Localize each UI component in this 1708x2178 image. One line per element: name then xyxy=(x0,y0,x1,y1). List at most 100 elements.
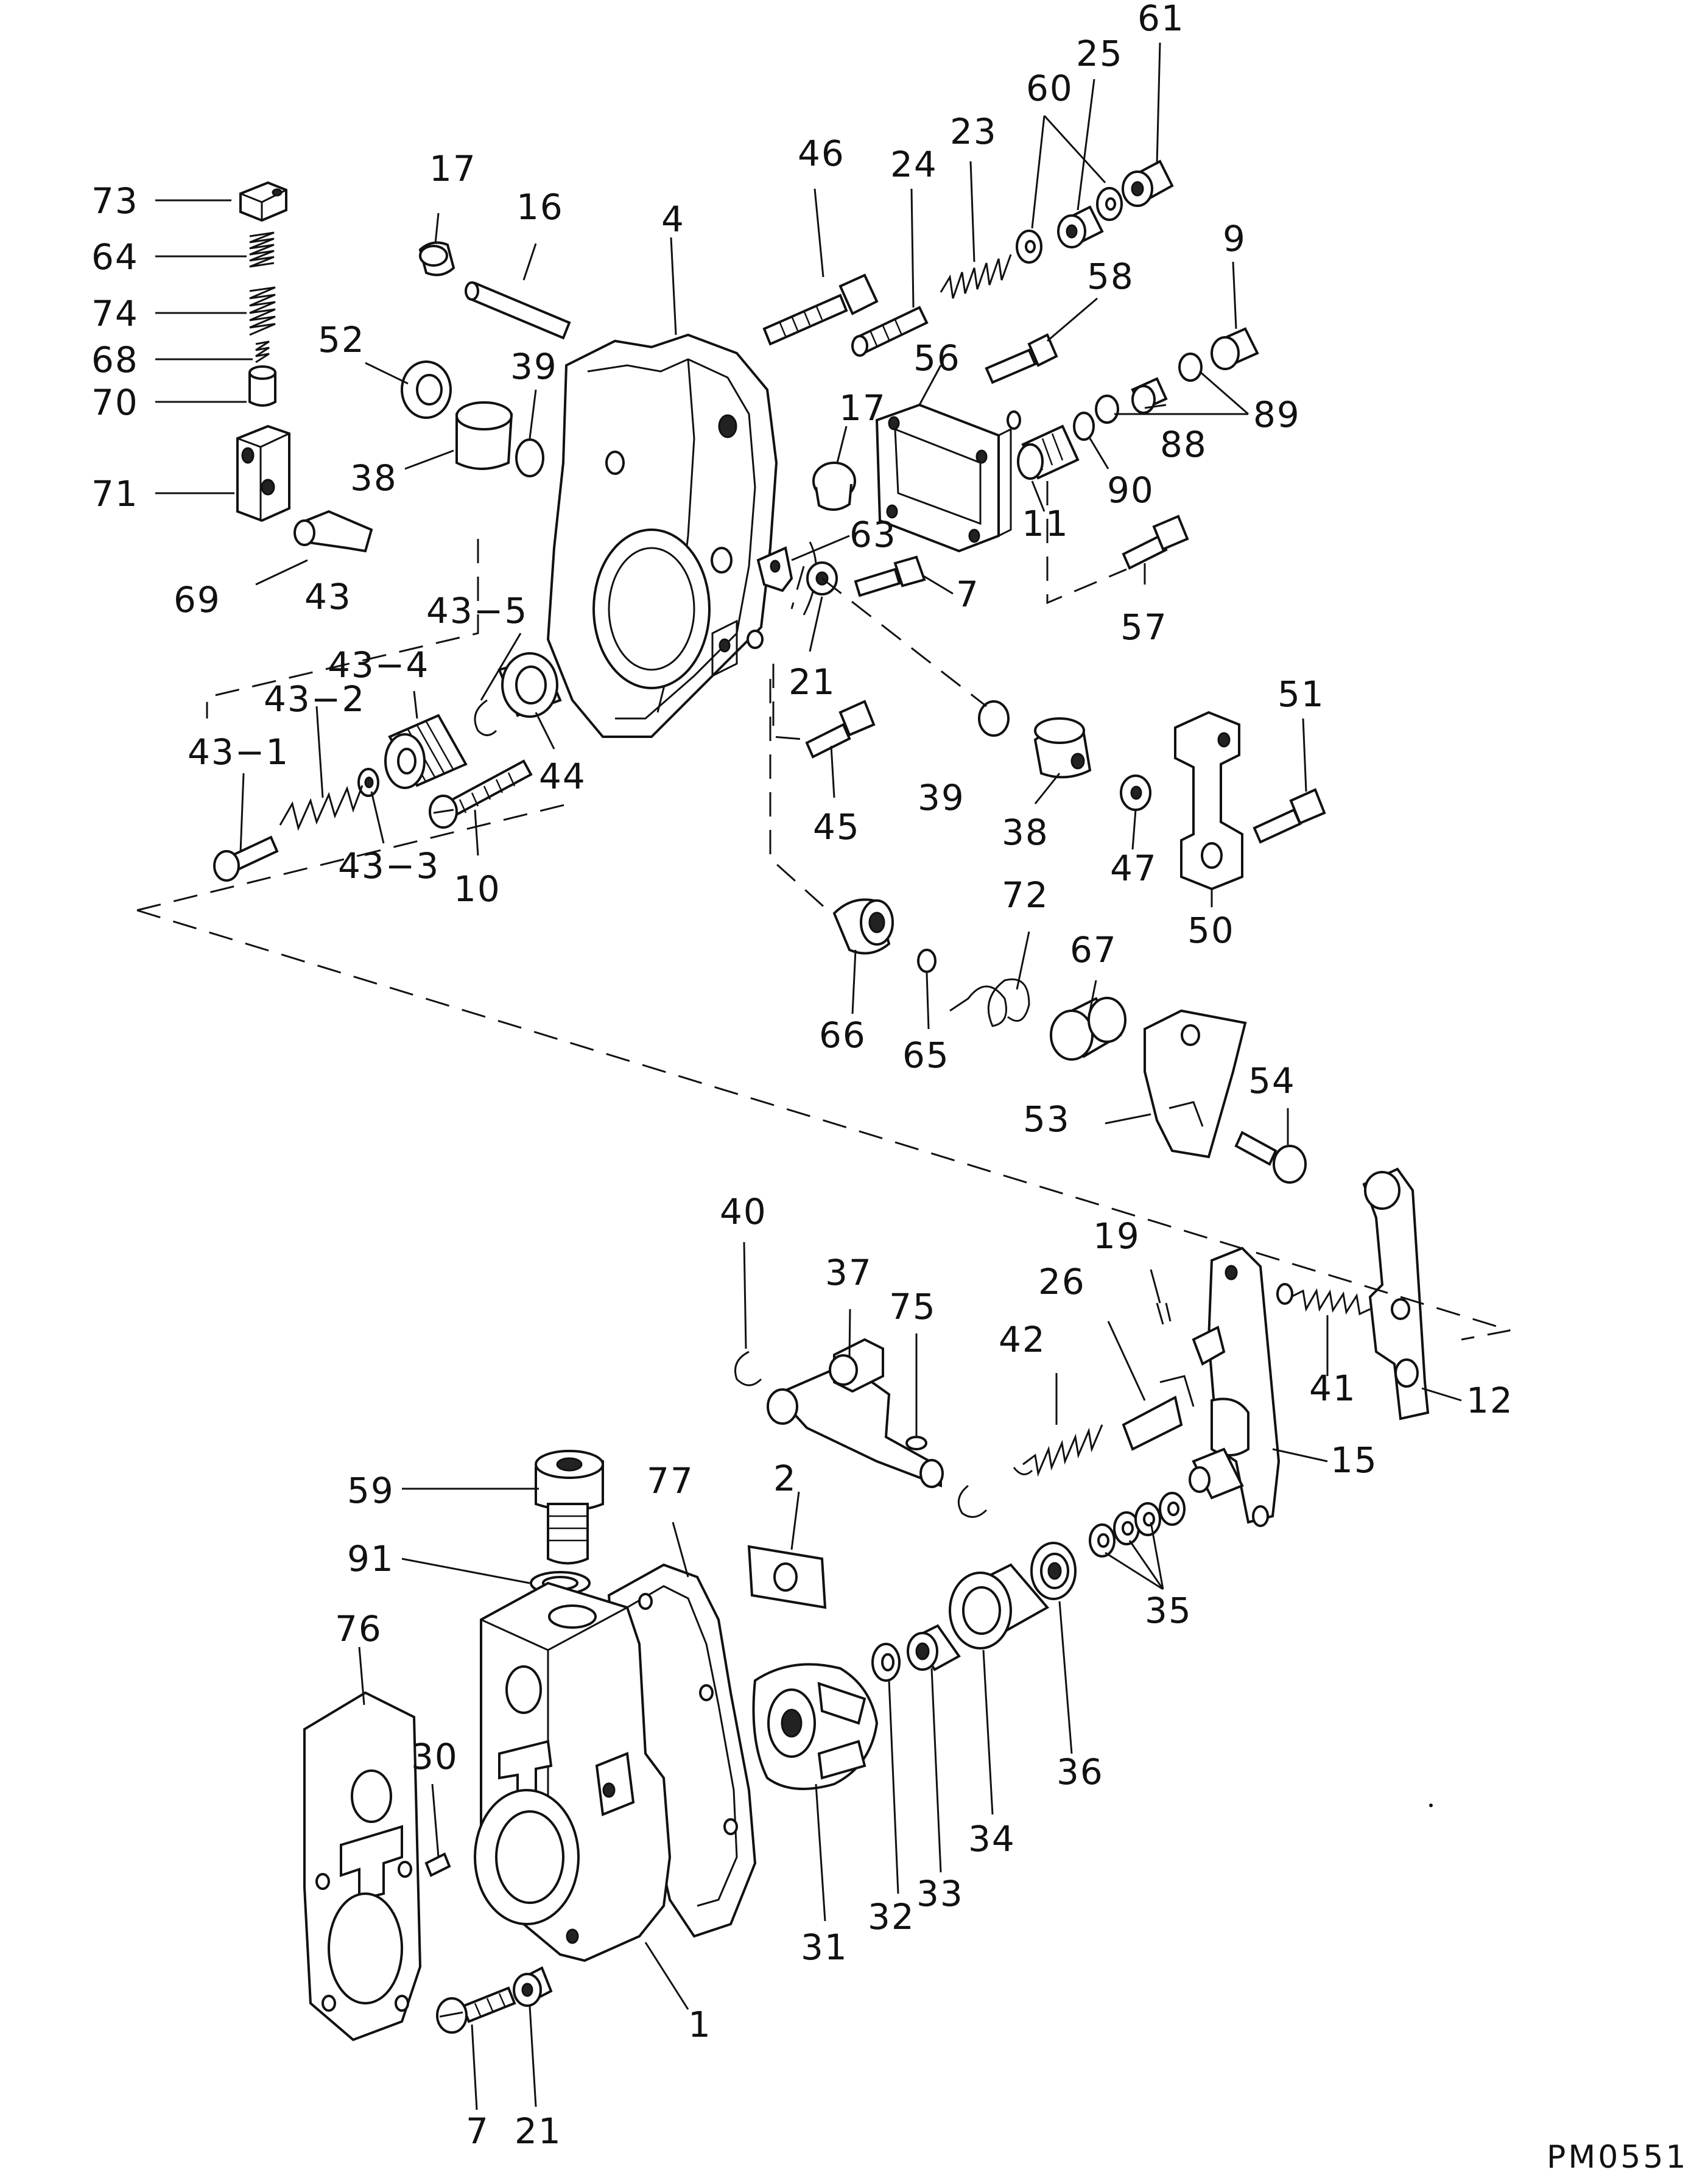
part-25-nut xyxy=(1057,205,1104,248)
label-59: 59 xyxy=(347,1470,395,1511)
label-60: 60 xyxy=(1026,68,1074,109)
part-69-pin xyxy=(293,510,373,553)
part-19-pin xyxy=(1156,1302,1172,1325)
label-54: 54 xyxy=(1248,1060,1296,1101)
label-72: 72 xyxy=(1002,874,1049,916)
part-43-5-circlip xyxy=(474,699,497,736)
label-67: 67 xyxy=(1070,929,1117,971)
label-30: 30 xyxy=(411,1736,459,1777)
label-38-lower: 38 xyxy=(1002,812,1049,853)
label-52: 52 xyxy=(318,319,365,360)
label-43-3: 43−3 xyxy=(338,845,440,887)
part-23-spring xyxy=(940,254,1012,299)
part-56-cover-plate xyxy=(875,403,1021,553)
part-50-lever xyxy=(1174,711,1243,891)
label-56: 56 xyxy=(913,337,961,379)
label-15: 15 xyxy=(1330,1439,1378,1481)
part-43-3-washer xyxy=(357,768,379,797)
label-43-2: 43−2 xyxy=(264,678,365,720)
part-10-screw xyxy=(429,759,533,829)
part-17-plug-mid xyxy=(812,462,856,511)
label-37: 37 xyxy=(825,1252,873,1293)
label-53: 53 xyxy=(1023,1098,1070,1140)
part-36-bearing xyxy=(1030,1542,1077,1600)
label-73: 73 xyxy=(91,180,139,222)
label-89: 89 xyxy=(1253,394,1301,435)
part-drawings xyxy=(213,160,1433,2042)
part-90-oring xyxy=(1073,412,1095,441)
label-16: 16 xyxy=(516,186,564,228)
part-16-rod xyxy=(465,281,571,340)
label-21-mid: 21 xyxy=(789,661,836,703)
label-12: 12 xyxy=(1466,1380,1514,1421)
part-15-lever-assembly xyxy=(1189,1246,1281,1527)
part-75-pin xyxy=(905,1436,927,1450)
part-1-governor-housing xyxy=(474,1581,672,1962)
label-4: 4 xyxy=(661,198,685,240)
part-70-sleeve xyxy=(248,365,276,407)
label-38-top: 38 xyxy=(350,457,398,499)
part-33-sleeve xyxy=(907,1624,961,1671)
part-7-bolt-bottom xyxy=(436,1986,516,2034)
part-68-spring xyxy=(255,340,270,364)
part-37-shaft-lever xyxy=(767,1338,944,1488)
part-34-cup xyxy=(949,1563,1050,1649)
part-45-bolt xyxy=(805,700,876,759)
label-65: 65 xyxy=(902,1035,950,1076)
label-36: 36 xyxy=(1056,1751,1104,1793)
part-57-bolt xyxy=(1122,515,1189,570)
part-64-spring xyxy=(249,231,275,268)
part-11-adjust-screw xyxy=(1017,424,1080,480)
label-68: 68 xyxy=(91,339,139,381)
part-88-nut xyxy=(1131,377,1168,414)
part-65-oring xyxy=(917,949,937,973)
label-7-mid: 7 xyxy=(956,574,980,615)
label-66: 66 xyxy=(819,1014,866,1056)
part-39-oring-top xyxy=(515,438,544,477)
label-90: 90 xyxy=(1107,469,1154,511)
part-42-spring xyxy=(1013,1424,1103,1477)
label-35: 35 xyxy=(1145,1590,1192,1631)
part-72-spring xyxy=(949,978,1030,1027)
label-71: 71 xyxy=(91,473,139,515)
part-43-2-spring xyxy=(279,785,364,831)
part-31-flyweight-holder xyxy=(752,1663,879,1790)
label-26: 26 xyxy=(1038,1261,1086,1302)
label-7-bottom: 7 xyxy=(466,2110,490,2152)
part-52-ring xyxy=(401,360,452,419)
label-19: 19 xyxy=(1093,1215,1140,1257)
label-75: 75 xyxy=(889,1286,937,1327)
label-10: 10 xyxy=(454,868,501,910)
part-21-nut-bottom xyxy=(513,1966,553,2007)
part-67-collar xyxy=(1050,997,1126,1061)
label-24: 24 xyxy=(890,144,938,185)
label-91: 91 xyxy=(347,1538,395,1579)
part-30-key xyxy=(424,1852,451,1877)
label-46: 46 xyxy=(798,133,845,174)
part-39-oring-lower xyxy=(978,700,1010,737)
label-63: 63 xyxy=(849,514,897,555)
label-11: 11 xyxy=(1022,503,1069,544)
label-42: 42 xyxy=(999,1319,1046,1360)
part-circlip-shaft xyxy=(957,1484,988,1518)
label-74: 74 xyxy=(91,293,139,334)
label-2: 2 xyxy=(773,1458,797,1499)
part-38-plug-lower xyxy=(1033,717,1092,779)
part-58-bolt xyxy=(985,333,1058,384)
part-73-clip xyxy=(239,181,287,222)
part-41-spring xyxy=(1276,1283,1371,1316)
part-54-bolt xyxy=(1234,1131,1307,1184)
part-44-seal xyxy=(497,652,562,718)
part-43-1-plunger xyxy=(213,835,279,882)
part-2-plate xyxy=(747,1545,827,1609)
label-43-4: 43−4 xyxy=(328,644,429,686)
label-39-lower: 39 xyxy=(918,777,965,818)
label-88: 88 xyxy=(1160,424,1207,465)
label-43-5: 43−5 xyxy=(426,590,528,631)
part-4-governor-cover xyxy=(546,333,778,738)
drawing-code: PM0551 xyxy=(1547,2139,1689,2176)
part-74-spring xyxy=(249,286,276,336)
part-labels: 73 64 74 68 70 71 69 17 16 4 52 39 38 46… xyxy=(91,0,1689,2176)
label-45: 45 xyxy=(813,806,860,848)
